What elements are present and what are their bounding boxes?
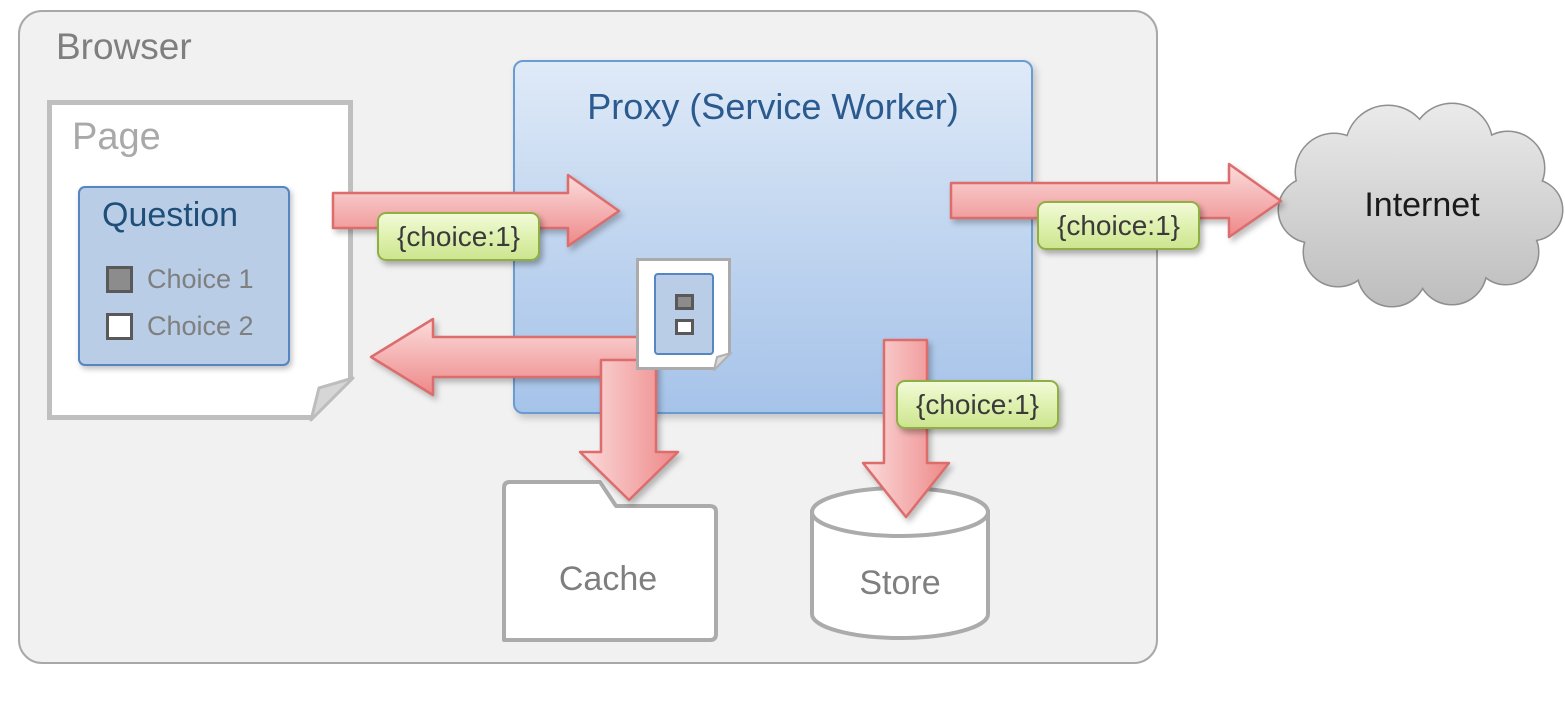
- message-label-proxy-to-internet: {choice:1}: [1037, 201, 1200, 250]
- internet-label: Internet: [1364, 186, 1480, 224]
- internet-cloud-fill: [1279, 104, 1562, 306]
- question-box: Question Choice 1 Choice 2: [78, 186, 290, 366]
- arrow-proxy-to-cache: [578, 358, 680, 502]
- page-fold-corner-icon: [309, 376, 355, 422]
- browser-label: Browser: [56, 26, 192, 67]
- store-cylinder-body: [810, 510, 990, 640]
- choice-1-label: Choice 1: [147, 264, 254, 294]
- mini-choice-1-icon: [675, 294, 694, 310]
- mini-choice-2-icon: [675, 319, 694, 335]
- store-label: Store: [859, 564, 941, 602]
- choice-row-1: Choice 1: [106, 264, 254, 295]
- message-label-proxy-to-store: {choice:1}: [896, 380, 1059, 429]
- choice-row-2: Choice 2: [106, 311, 254, 342]
- choice-1-checkbox-icon: [106, 266, 133, 293]
- choice-2-label: Choice 2: [147, 311, 254, 341]
- arrow-page-to-proxy: [331, 173, 621, 248]
- page-label: Page: [72, 116, 161, 158]
- proxy-title: Proxy (Service Worker): [587, 86, 959, 127]
- cache-label: Cache: [558, 560, 658, 598]
- question-title: Question: [102, 196, 239, 234]
- doc-fold-corner-icon: [713, 352, 732, 371]
- cache-folder-shape: [502, 480, 718, 642]
- mini-question-icon: [654, 273, 714, 355]
- request-document-icon: [636, 258, 731, 370]
- message-label-page-to-proxy: {choice:1}: [377, 212, 540, 261]
- arrow-proxy-to-internet: [949, 162, 1283, 239]
- choice-2-checkbox-icon: [106, 313, 133, 340]
